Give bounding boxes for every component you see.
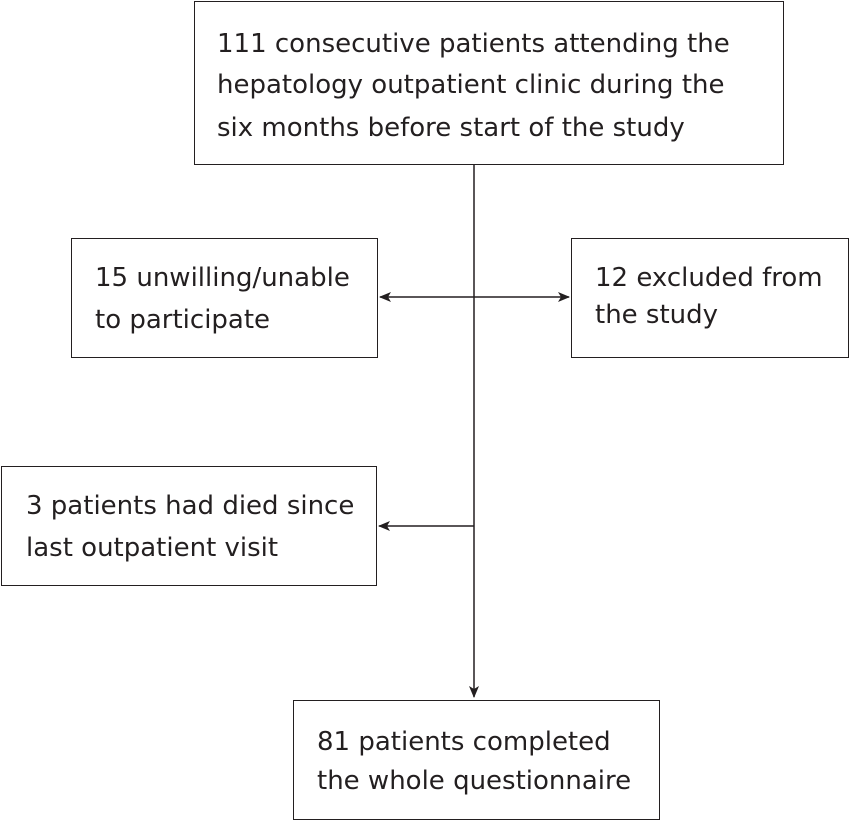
deceased-patients-line-2: last outpatient visit (26, 533, 279, 563)
enrolled-patients-line-1: 111 consecutive patients attending the (217, 29, 730, 59)
completed-questionnaire-line-1: 81 patients completed (317, 727, 611, 757)
excluded-patients-line-1: 12 excluded from (595, 263, 823, 293)
excluded-patients-box: 12 excluded from the study (571, 238, 849, 358)
deceased-patients-line-1: 3 patients had died since (26, 491, 355, 521)
enrolled-patients-line-3: six months before start of the study (217, 113, 685, 143)
completed-questionnaire-line-2: the whole questionnaire (317, 766, 632, 796)
enrolled-patients-line-2: hepatology outpatient clinic during the (217, 70, 725, 100)
completed-questionnaire-box: 81 patients completed the whole question… (293, 700, 660, 820)
unwilling-patients-line-2: to participate (95, 305, 271, 335)
unwilling-patients-line-1: 15 unwilling/unable (95, 263, 350, 293)
deceased-patients-box: 3 patients had died since last outpatien… (1, 466, 377, 586)
excluded-patients-line-2: the study (595, 300, 719, 330)
enrolled-patients-box: 111 consecutive patients attending the h… (194, 1, 784, 165)
unwilling-patients-box: 15 unwilling/unable to participate (71, 238, 378, 358)
